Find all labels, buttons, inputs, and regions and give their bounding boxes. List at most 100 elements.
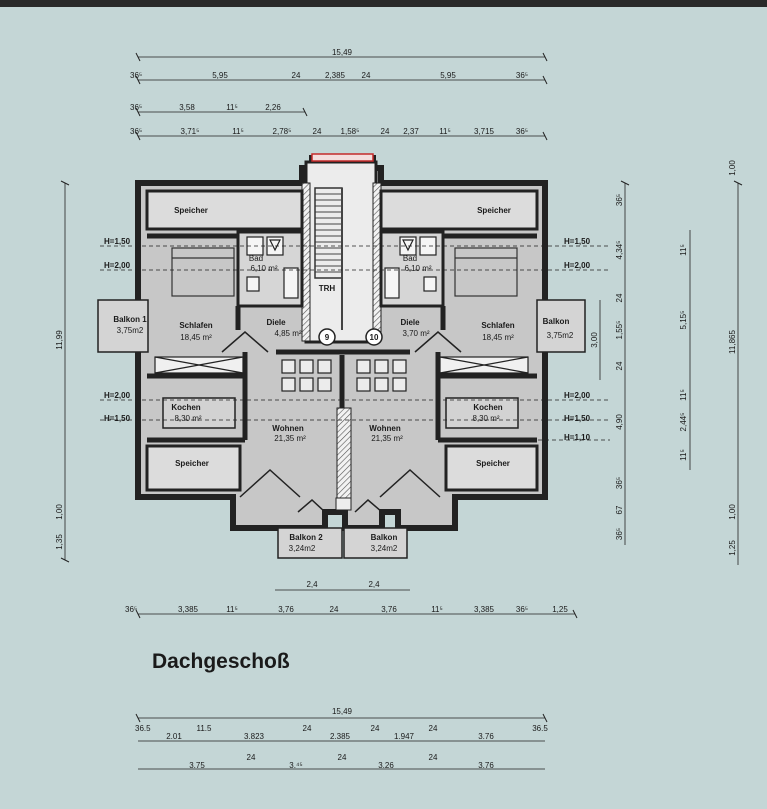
unit-9-label: 9 [325,333,330,342]
dim-right-col2-0: 11⁵ [679,244,688,256]
chimney-shaft [336,407,352,501]
room-trh: TRH [319,284,336,293]
dim-left-total: 11,99 [55,330,64,350]
room-balkon3-name: Balkon [371,533,398,542]
dim-bot3-3: 24 [338,753,347,762]
dim-right-col1-7: 67 [615,505,624,514]
dim-right-col1-2: 24 [615,293,624,302]
room-speicher-tr: Speicher [477,206,511,215]
dimension-labels: 15,49 36⁵ 5,95 24 2,385 24 5,95 36⁵ 36⁵ … [125,48,568,770]
height-right-4: H=1,10 [564,433,591,442]
stair-treads [314,187,343,330]
room-kochen-r-area: 8,30 m² [472,414,499,423]
room-kochen-l-name: Kochen [171,403,200,412]
dim-top4-0: 36⁵ [130,127,142,136]
room-speicher-tl: Speicher [174,206,208,215]
dim-top2-4: 24 [362,71,371,80]
dim-bot2-4: 24 [303,724,312,733]
balkon-r-area [536,299,586,353]
beds [171,247,518,297]
height-left-1: H=2,00 [104,261,131,270]
dim-mid2-6: 11⁵ [431,605,443,614]
room-kochen-r-name: Kochen [473,403,502,412]
balkon3-area [343,527,408,559]
dim-top4-2: 11⁵ [232,127,244,136]
dim-top4-4: 24 [313,127,322,136]
unit-9-marker [318,328,336,346]
kochen-r-counter [445,397,519,429]
room-wohnen-r-name: Wohnen [369,424,401,433]
height-right-3: H=1,50 [564,414,591,423]
vertical-dimension-labels: 11,99 1,00 1,35 36⁵ 4,34⁵ 24 1,55⁵ 24 4,… [55,160,737,556]
height-right-1: H=2,00 [564,261,591,270]
dim-top4-6: 24 [381,127,390,136]
dim-bot2-5: 2.385 [330,732,351,741]
room-bad-r-area: 6,10 m² [404,264,431,273]
dim-right-col1-0: 36⁵ [615,194,624,206]
room-wohnen-l-name: Wohnen [272,424,304,433]
dim-bot2-9: 3.76 [478,732,494,741]
dim-mid1-1: 2,4 [368,580,380,589]
room-diele-l-area: 4,85 m² [274,329,301,338]
dim-top3-2: 11⁵ [226,103,238,112]
room-balkon-r-area: 3,75m2 [547,331,574,340]
dim-right-col2-1: 5,15⁵ [679,311,688,330]
room-schlafen-l-area: 18,45 m² [180,333,212,342]
dim-bot2-2: 11.5 [197,724,213,733]
dim-right-col2-2: 11⁵ [679,389,688,401]
kochen-l-counter [162,397,236,429]
room-balkon3-area: 3,24m2 [371,544,398,553]
unit-10-label: 10 [370,333,379,342]
dim-mid2-2: 11⁵ [226,605,238,614]
height-lines [100,245,610,441]
dim-right-col1-4: 24 [615,361,624,370]
dim-top3-1: 3,58 [179,103,195,112]
plan-title: Dachgeschoß [152,650,290,673]
dim-bot3-6: 3.76 [478,761,494,770]
dim-mid2-3: 3,76 [278,605,294,614]
dim-mid2-1: 3,385 [178,605,199,614]
balkon2-area [277,527,343,559]
dim-mid2-8: 36⁵ [516,605,528,614]
room-speicher-br: Speicher [476,459,510,468]
dim-right-col3-3: 1,25 [728,540,737,556]
dim-bot2-1: 2.01 [166,732,182,741]
height-right-0: H=1,50 [564,237,591,246]
dim-bot1-total: 15,49 [332,707,353,716]
dim-mid1-0: 2,4 [306,580,318,589]
dim-mid2-0: 36⁵ [125,605,137,614]
dim-bot2-3: 3.823 [244,732,265,741]
dim-right-col1-6: 36⁵ [615,477,624,489]
dim-right-col1-5: 4,90 [615,414,624,430]
room-labels: Speicher Speicher Speicher Speicher Bad … [113,206,574,553]
balkon1-l-area [97,299,149,353]
room-bad-r-name: Bad [403,254,417,263]
height-right-2: H=2,00 [564,391,591,400]
speicher-bl-area [145,444,242,492]
room-kochen-l-area: 8,30 m² [174,414,201,423]
room-bad-l-name: Bad [249,254,263,263]
dim-top4-8: 11⁵ [439,127,451,136]
speicher-tr-area [379,189,539,231]
dim-right-col3-1: 11,865 [728,330,737,354]
dim-right-col3-2: 1,00 [728,504,737,520]
room-diele-r-name: Diele [400,318,420,327]
dim-top4-1: 3,71⁵ [181,127,200,136]
dim-top4-5: 1,58⁵ [341,127,360,136]
dim-bot2-0: 36.5 [135,724,151,733]
dim-top4-9: 3,715 [474,127,495,136]
dim-right-col3-0: 1,00 [728,160,737,176]
height-markers: H=1,50 H=2,00 H=2,00 H=1,50 H=1,50 H=2,0… [104,237,591,442]
dim-bot3-0: 3.75 [189,761,205,770]
dim-top4-3: 2,78⁵ [273,127,292,136]
dim-top4-10: 36⁵ [516,127,528,136]
room-balkon1-l-name: Balkon 1 [113,315,147,324]
scan-top-edge [0,0,767,7]
room-bad-l-area: 6,10 m² [250,264,277,273]
dim-bot2-10: 36.5 [532,724,548,733]
dim-top2-1: 5,95 [212,71,228,80]
dim-right-col1-8: 36⁵ [615,528,624,540]
room-diele-l-name: Diele [266,318,286,327]
dim-top3-0: 36⁵ [130,103,142,112]
room-schlafen-r-name: Schlafen [481,321,514,330]
